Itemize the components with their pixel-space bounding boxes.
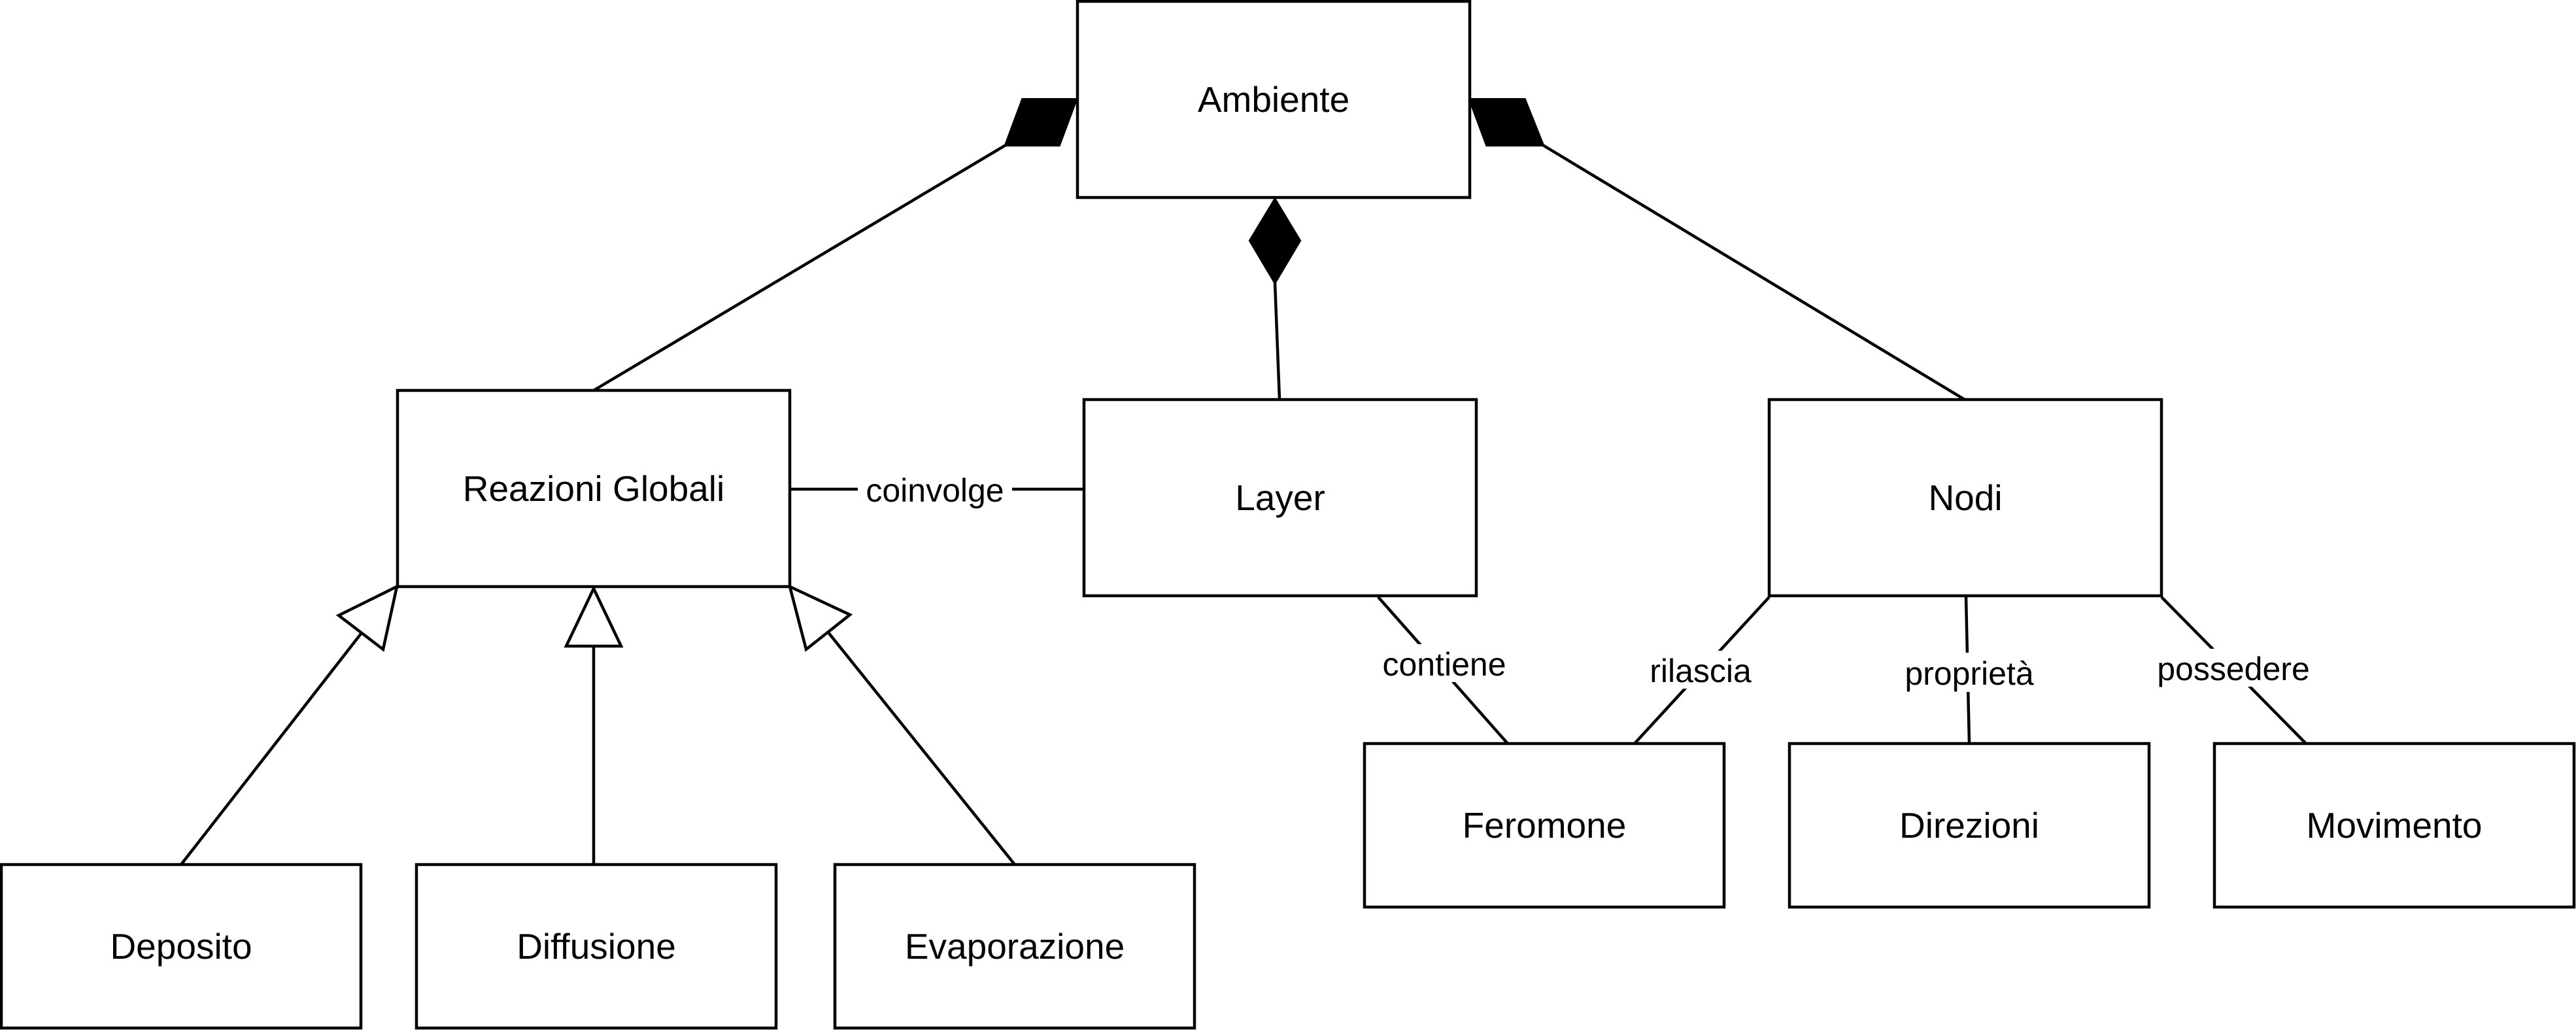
- edge-possedere: possedere: [2146, 596, 2321, 745]
- class-box-deposito: Deposito: [0, 863, 363, 1030]
- edge-label-contiene: contiene: [1382, 646, 1506, 683]
- class-box-nodi: Nodi: [1767, 398, 2163, 598]
- edge-deposito-reazioni-globali: [180, 583, 399, 866]
- edge-contiene: contiene: [1373, 596, 1516, 745]
- class-name-diffusione: Diffusione: [517, 926, 676, 967]
- edge-label-proprieta: proprietà: [1905, 655, 2034, 692]
- class-box-feromone: Feromone: [1363, 742, 1726, 909]
- class-box-direzioni: Direzioni: [1788, 742, 2151, 909]
- edge-ambiente-layer: [1248, 197, 1302, 400]
- class-box-diffusione: Diffusione: [415, 863, 778, 1030]
- class-name-nodi: Nodi: [1928, 477, 2002, 518]
- edge-coinvolge: coinvolge: [790, 471, 1084, 509]
- edge-diffusione-reazioni-globali: [564, 585, 624, 865]
- edge-proprieta: proprietà: [1895, 596, 2044, 744]
- edge-label-possedere: possedere: [2157, 651, 2310, 687]
- edge-evaporazione-reazioni-globali: [787, 583, 1016, 866]
- edge-ambiente-reazioni-globali: [592, 98, 1078, 392]
- class-box-ambiente: Ambiente: [1076, 0, 1472, 199]
- class-name-feromone: Feromone: [1463, 805, 1627, 846]
- composition-diamond-icon: [1248, 197, 1302, 285]
- edge-label-rilascia: rilascia: [1650, 653, 1752, 689]
- class-name-direzioni: Direzioni: [1899, 805, 2039, 846]
- composition-diamond-icon: [1468, 98, 1545, 146]
- generalization-arrow-icon: [564, 585, 624, 648]
- class-name-ambiente: Ambiente: [1198, 79, 1349, 120]
- class-box-movimento: Movimento: [2212, 742, 2576, 909]
- class-name-movimento: Movimento: [2307, 805, 2483, 846]
- class-box-layer: Layer: [1082, 398, 1478, 598]
- generalization-arrow-icon: [787, 583, 853, 652]
- generalization-arrow-icon: [335, 583, 399, 652]
- class-name-evaporazione: Evaporazione: [905, 926, 1125, 967]
- class-name-reazioni-globali: Reazioni Globali: [463, 468, 725, 509]
- edge-ambiente-nodi: [1468, 98, 1966, 401]
- edge-rilascia: rilascia: [1633, 596, 1771, 745]
- class-name-deposito: Deposito: [110, 926, 252, 967]
- class-name-layer: Layer: [1235, 477, 1325, 518]
- class-box-evaporazione: Evaporazione: [833, 863, 1196, 1030]
- composition-diamond-icon: [1004, 98, 1078, 146]
- class-box-reazioni-globali: Reazioni Globali: [396, 388, 792, 589]
- edge-label-coinvolge: coinvolge: [866, 472, 1004, 509]
